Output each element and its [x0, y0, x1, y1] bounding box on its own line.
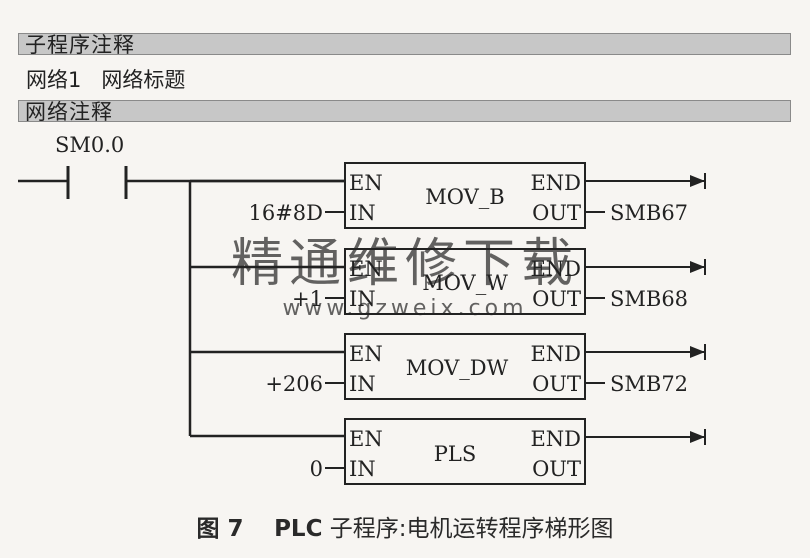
block-name: MOV_DW — [406, 356, 509, 380]
end-pin-label: END — [530, 427, 581, 451]
figure-caption: 图 7 PLC 子程序:电机运转程序梯形图 — [0, 509, 810, 543]
arrow-icon — [690, 175, 705, 187]
function-box — [344, 162, 586, 229]
function-box — [344, 418, 586, 485]
out-pin-label: OUT — [532, 201, 581, 225]
network-title: 网络标题 — [101, 68, 186, 92]
in-pin-label: IN — [349, 372, 376, 396]
out-pin-label: OUT — [532, 372, 581, 396]
arrow-icon — [690, 261, 705, 273]
block-name: PLS — [434, 442, 476, 466]
end-pin-label: END — [530, 342, 581, 366]
end-pin-label: END — [530, 257, 581, 281]
in-pin-label: IN — [349, 457, 376, 481]
function-box — [344, 248, 586, 315]
network-comment-label: 网络注释 — [25, 100, 113, 124]
block-name: MOV_W — [422, 271, 508, 295]
out-pin-label: OUT — [532, 457, 581, 481]
in-pin-label: IN — [349, 287, 376, 311]
subroutine-comment-bar: 子程序注释 — [18, 33, 791, 57]
caption-plc: PLC — [274, 516, 323, 542]
network-title-row: 网络1 网络标题 — [26, 64, 185, 94]
out-operand: SMB67 — [610, 201, 688, 225]
in-operand: +1 — [292, 287, 323, 311]
in-operand: 16#8D — [248, 201, 323, 225]
block-mov-w: EN IN MOV_W END OUT +1 SMB68 — [190, 248, 706, 315]
network-comment-bar: 网络注释 — [18, 100, 791, 124]
en-pin-label: EN — [349, 427, 383, 451]
end-pin-label: END — [530, 171, 581, 195]
function-box — [344, 333, 586, 400]
block-name: MOV_B — [425, 185, 504, 209]
contact-label: SM0.0 — [55, 133, 124, 157]
caption-text: 子程序:电机运转程序梯形图 — [329, 516, 614, 542]
watermark-url: www.gzweix.com — [282, 296, 527, 321]
out-operand: SMB72 — [610, 372, 688, 396]
figure-number: 图 7 — [196, 516, 244, 542]
out-operand: SMB68 — [610, 287, 688, 311]
arrow-icon — [690, 346, 705, 358]
block-mov-dw: EN IN MOV_DW END OUT +206 SMB72 — [190, 333, 706, 400]
in-operand: +206 — [265, 372, 323, 396]
network-label: 网络1 — [26, 68, 82, 92]
en-pin-label: EN — [349, 171, 383, 195]
in-operand: 0 — [310, 457, 323, 481]
watermark-text: 精通维修下载 — [231, 234, 579, 294]
en-pin-label: EN — [349, 257, 383, 281]
en-pin-label: EN — [349, 342, 383, 366]
in-pin-label: IN — [349, 201, 376, 225]
arrow-icon — [690, 431, 705, 443]
block-pls: EN IN PLS END OUT 0 — [190, 418, 706, 485]
ladder-diagram: SM0.0 EN IN MOV_B END OUT 16#8D SMB67 EN… — [18, 133, 706, 485]
out-pin-label: OUT — [532, 287, 581, 311]
subroutine-comment-label: 子程序注释 — [25, 33, 135, 57]
block-mov-b: EN IN MOV_B END OUT 16#8D SMB67 — [190, 162, 706, 229]
